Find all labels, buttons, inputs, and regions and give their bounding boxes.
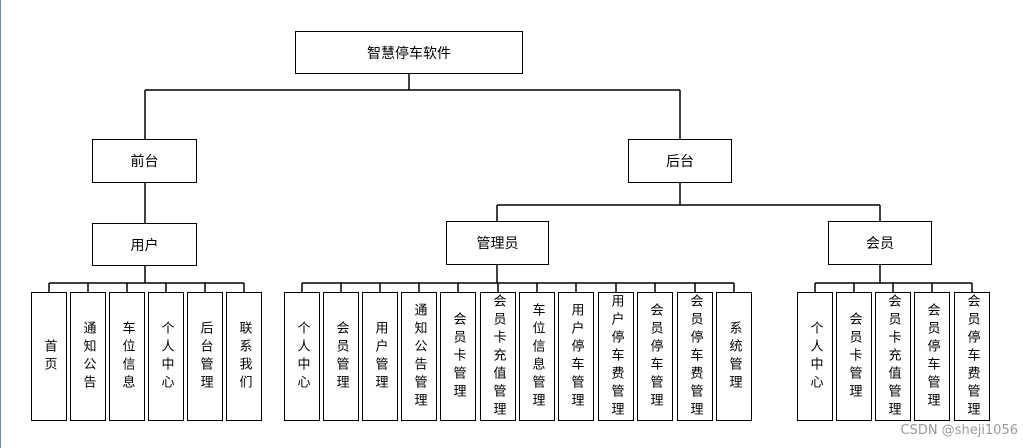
- admin-module-parking-space-management: 车位信息管理: [519, 292, 555, 421]
- module-label: 联系我们: [236, 320, 252, 393]
- user-module-backend-admin: 后台管理: [187, 292, 223, 421]
- module-label: 首页: [41, 338, 57, 375]
- admin-module-notice-management: 通知公告管理: [401, 292, 437, 421]
- member-module-card-recharge-management: 会员卡充值管理: [875, 292, 911, 421]
- backend-label: 后台: [666, 154, 694, 170]
- module-label: 会员停车费管理: [687, 293, 703, 420]
- module-label: 通知公告: [80, 320, 96, 393]
- user-module-profile: 个人中心: [148, 292, 184, 421]
- member-module-parking-management: 会员停车管理: [914, 292, 950, 421]
- admin-module-member-card-management: 会员卡管理: [440, 292, 476, 421]
- admin-module-member-parking-fee-management: 会员停车费管理: [677, 292, 713, 421]
- admin-role-label: 管理员: [476, 236, 519, 252]
- user-module-contact-us: 联系我们: [226, 292, 262, 421]
- left-edge-border: [0, 0, 1, 448]
- root-label: 智慧停车软件: [367, 45, 451, 62]
- module-label: 用户停车费管理: [608, 293, 624, 420]
- module-label: 个人中心: [807, 320, 823, 393]
- admin-module-user-parking-fee-management: 用户停车费管理: [598, 292, 634, 421]
- module-label: 会员卡充值管理: [490, 293, 506, 420]
- admin-module-user-management: 用户管理: [362, 292, 398, 421]
- admin-role-node: 管理员: [446, 221, 549, 265]
- module-label: 系统管理: [726, 320, 742, 393]
- member-module-parking-fee-management: 会员停车费管理: [954, 292, 990, 421]
- admin-module-member-parking-management: 会员停车管理: [637, 292, 673, 421]
- member-module-card-management: 会员卡管理: [836, 292, 872, 421]
- watermark: CSDN @sheji1056: [900, 423, 1018, 438]
- user-role-label: 用户: [130, 237, 159, 254]
- user-module-notices: 通知公告: [70, 292, 106, 421]
- backend-node: 后台: [628, 139, 732, 183]
- member-module-profile: 个人中心: [797, 292, 833, 421]
- module-label: 会员停车管理: [647, 302, 663, 411]
- module-label: 车位信息管理: [529, 302, 545, 411]
- module-label: 会员停车费管理: [964, 293, 980, 420]
- module-label: 通知公告管理: [411, 302, 427, 411]
- admin-module-card-recharge-management: 会员卡充值管理: [480, 292, 516, 421]
- member-role-label: 会员: [866, 236, 894, 252]
- frontend-label: 前台: [130, 154, 159, 170]
- admin-module-profile: 个人中心: [284, 292, 320, 421]
- user-module-parking-spaces: 车位信息: [109, 292, 145, 421]
- admin-module-system-management: 系统管理: [716, 292, 752, 421]
- module-label: 会员卡管理: [450, 311, 466, 402]
- module-label: 会员卡充值管理: [885, 293, 901, 420]
- admin-module-member-management: 会员管理: [323, 292, 359, 421]
- module-label: 个人中心: [158, 320, 174, 393]
- user-module-home: 首页: [31, 292, 67, 421]
- module-label: 个人中心: [294, 320, 310, 393]
- member-role-node: 会员: [828, 221, 932, 265]
- module-label: 用户停车管理: [568, 302, 584, 411]
- module-label: 用户管理: [372, 320, 388, 393]
- module-label: 后台管理: [197, 320, 213, 393]
- admin-module-user-parking-management: 用户停车管理: [558, 292, 594, 421]
- root-node: 智慧停车软件: [295, 31, 523, 74]
- frontend-node: 前台: [92, 139, 197, 183]
- module-label: 会员停车管理: [924, 302, 940, 411]
- user-role-node: 用户: [92, 223, 197, 266]
- module-label: 会员卡管理: [846, 311, 862, 402]
- module-label: 会员管理: [333, 320, 349, 393]
- module-label: 车位信息: [119, 320, 135, 393]
